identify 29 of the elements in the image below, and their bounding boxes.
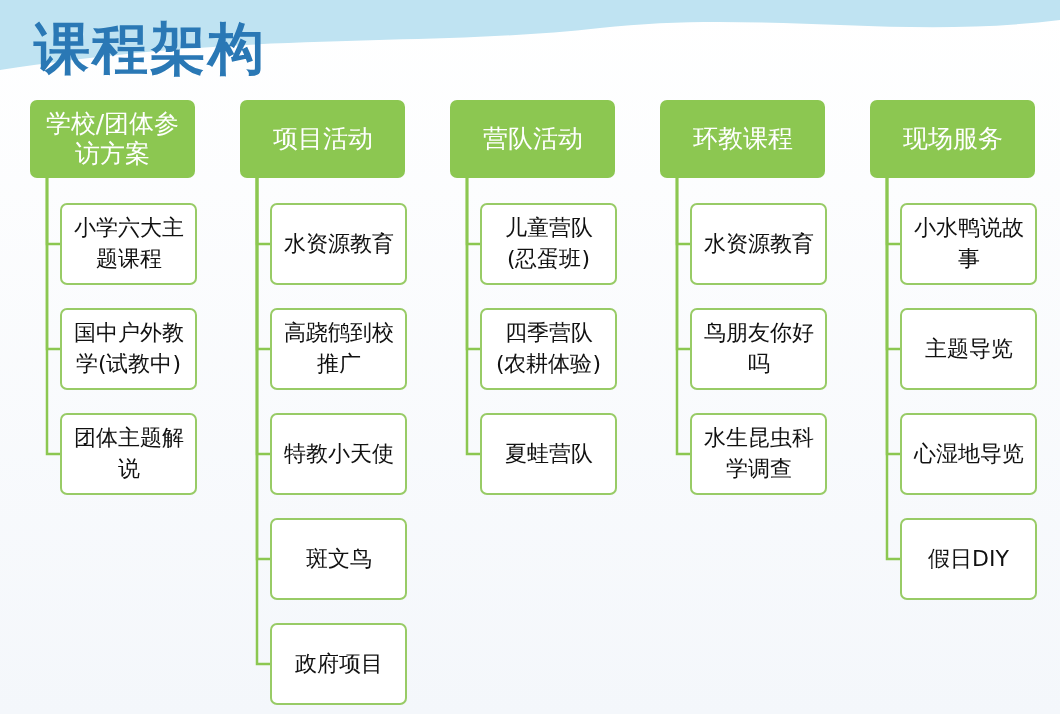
course-box: 水生昆虫科学调查	[690, 413, 827, 495]
course-box: 团体主题解说	[60, 413, 197, 495]
category-header: 项目活动	[240, 100, 405, 178]
course-box: 小水鸭说故事	[900, 203, 1037, 285]
category-header: 学校/团体参访方案	[30, 100, 195, 178]
connector-line	[255, 178, 270, 666]
course-box: 心湿地导览	[900, 413, 1037, 495]
connector-line	[45, 178, 60, 456]
slide-title: 课程架构	[34, 15, 266, 83]
course-box: 特教小天使	[270, 413, 407, 495]
course-box: 假日DIY	[900, 518, 1037, 600]
course-box: 水资源教育	[270, 203, 407, 285]
connector-line	[885, 178, 900, 561]
course-box: 儿童营队(忍蛋班)	[480, 203, 617, 285]
course-box: 高跷鸻到校推广	[270, 308, 407, 390]
course-box: 夏蛙营队	[480, 413, 617, 495]
connector-line	[465, 178, 480, 456]
connector-line	[675, 178, 690, 456]
category-header: 营队活动	[450, 100, 615, 178]
course-box: 小学六大主题课程	[60, 203, 197, 285]
course-box: 水资源教育	[690, 203, 827, 285]
course-box: 鸟朋友你好吗	[690, 308, 827, 390]
course-box: 四季营队(农耕体验)	[480, 308, 617, 390]
course-box: 国中户外教学(试教中)	[60, 308, 197, 390]
category-header: 环教课程	[660, 100, 825, 178]
category-header: 现场服务	[870, 100, 1035, 178]
course-box: 主题导览	[900, 308, 1037, 390]
course-box: 政府项目	[270, 623, 407, 705]
course-box: 斑文鸟	[270, 518, 407, 600]
